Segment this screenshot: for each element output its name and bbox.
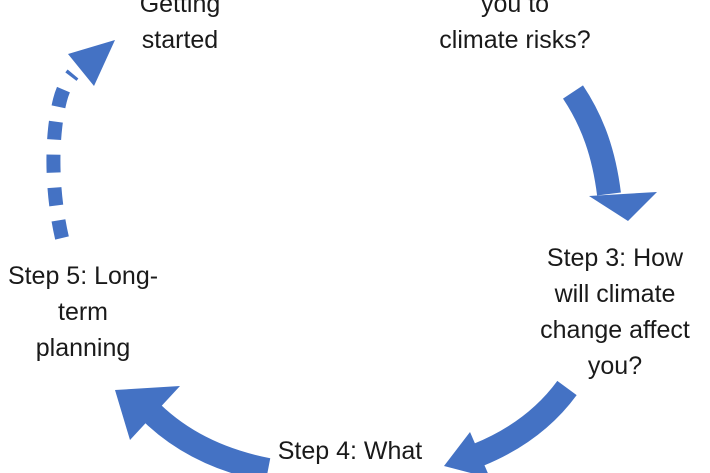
step-5-label: Step 5: Long- term planning: [7, 262, 159, 362]
arrow-step2-to-step3-body: [562, 85, 621, 196]
arrow-step2-to-step3: [562, 85, 657, 221]
arrow-step4-to-step5-body: [138, 399, 271, 473]
arrow-step3-to-step4-head: [444, 432, 488, 473]
step-2-label: you to climate risks?: [439, 0, 591, 54]
arrow-step2-to-step3-head: [589, 192, 657, 221]
arrow-step4-to-step5: [115, 386, 271, 473]
arrow-step3-to-step4-body: [473, 380, 577, 467]
arrow-step5-to-step1-head: [68, 40, 115, 86]
arrow-step5-to-step1: [46, 40, 115, 240]
step-3-label: Step 3: How will climate change affect y…: [540, 244, 690, 380]
arrow-step5-to-step1-body: [46, 69, 79, 240]
arrow-step4-to-step5-head: [115, 386, 180, 440]
arrow-step3-to-step4: [444, 380, 577, 473]
step-1-label: Getting started: [139, 0, 221, 54]
step-4-label: Step 4: What: [277, 437, 423, 465]
